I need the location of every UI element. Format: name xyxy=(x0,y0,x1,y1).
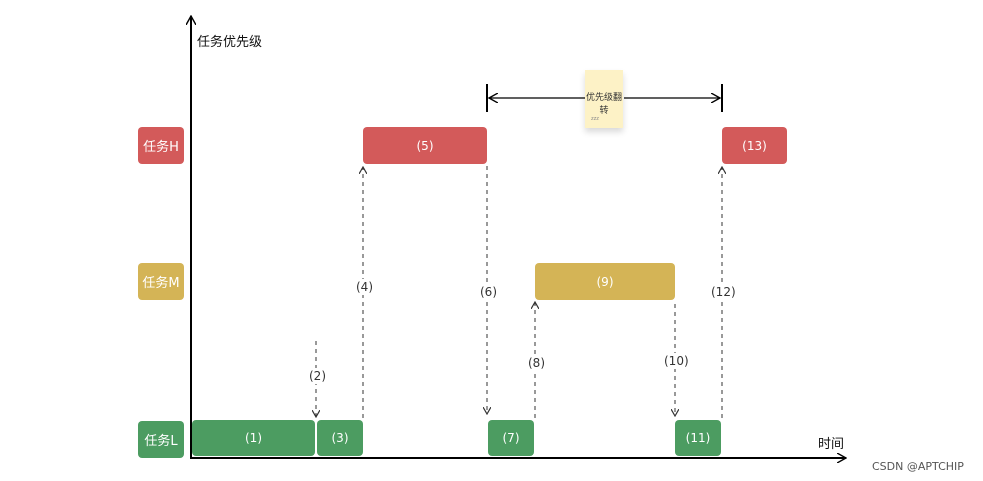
priority-inversion-note-title: 优先级翻转 xyxy=(585,93,622,116)
bar-step-11: (11) xyxy=(675,420,721,456)
step-label-8: (8) xyxy=(528,355,545,371)
bar-step-5: (5) xyxy=(363,127,487,164)
task-h-label: 任务H xyxy=(138,127,184,164)
step-label-12: (12) xyxy=(711,284,736,300)
task-l-label: 任务L xyxy=(138,421,184,458)
watermark: CSDN @APTCHIP xyxy=(872,460,964,473)
bar-step-3: (3) xyxy=(317,420,363,456)
step-label-4: (4) xyxy=(356,279,373,295)
bar-step-7: (7) xyxy=(488,420,534,456)
step-label-10: (10) xyxy=(664,353,689,369)
bar-step-9: (9) xyxy=(535,263,675,300)
step-label-6: (6) xyxy=(480,284,497,300)
bar-step-1: (1) xyxy=(192,420,315,456)
priority-inversion-note-sub: zzz xyxy=(591,116,599,122)
x-axis-title: 时间 xyxy=(818,437,845,452)
bar-step-13: (13) xyxy=(722,127,787,164)
priority-inversion-note: 优先级翻转 zzz xyxy=(585,70,623,128)
step-label-2: (2) xyxy=(309,368,326,384)
y-axis-title: 任务优先级 xyxy=(197,35,263,50)
task-m-label: 任务M xyxy=(138,263,184,300)
